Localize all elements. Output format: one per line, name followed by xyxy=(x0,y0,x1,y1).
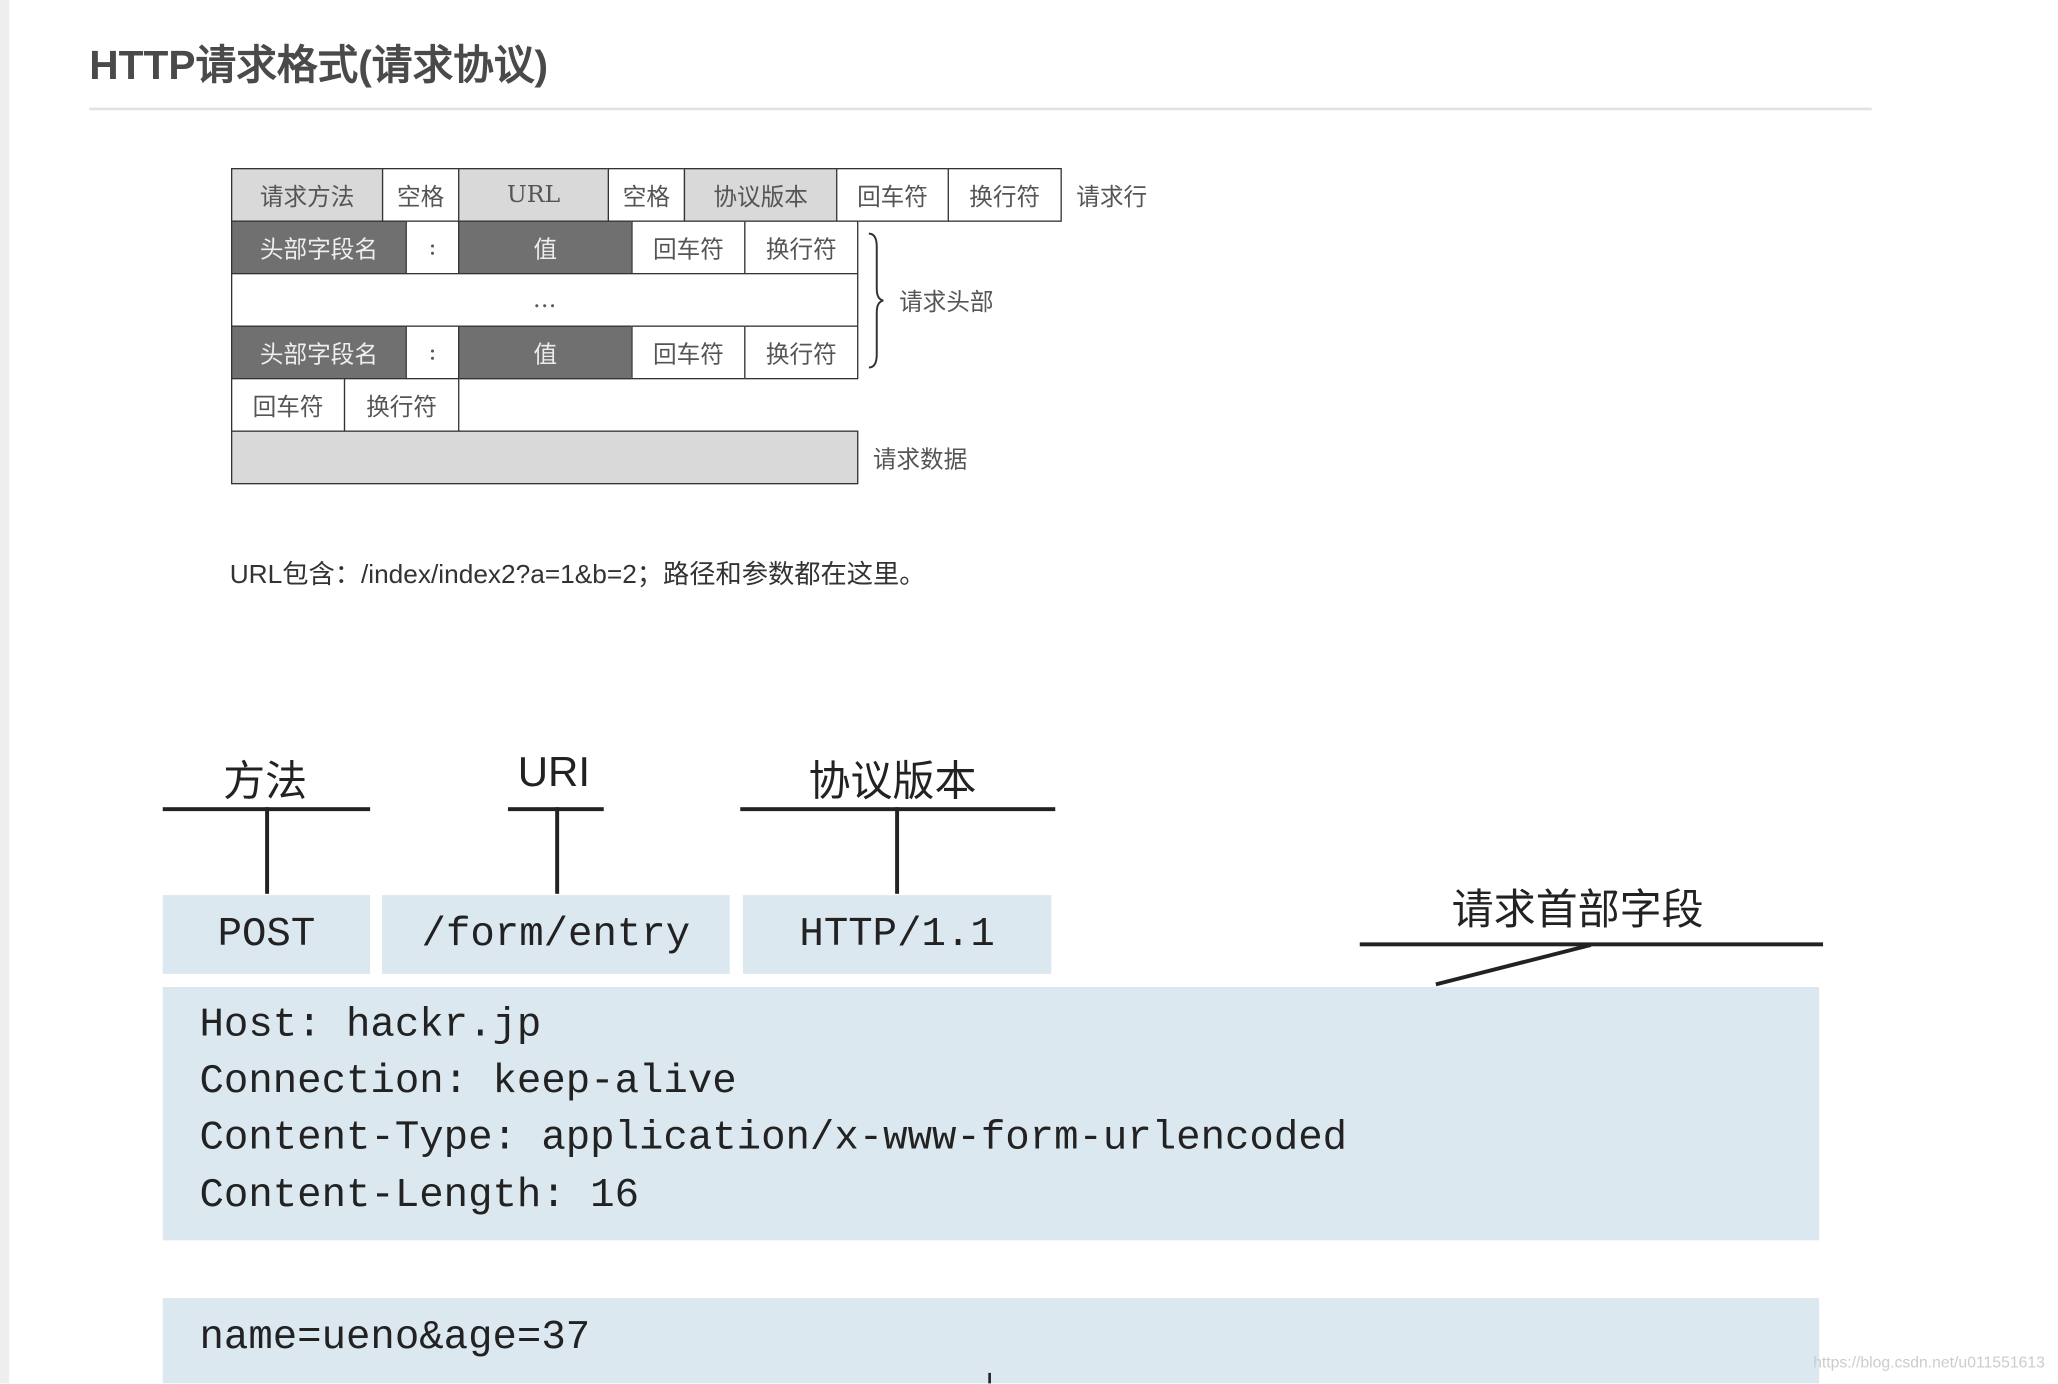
cell-lf: 换行符 xyxy=(343,378,460,432)
cell-method: 请求方法 xyxy=(231,168,384,222)
cell-url: URL xyxy=(458,168,609,222)
body-tick xyxy=(988,1372,991,1384)
divider xyxy=(89,107,1872,111)
cell-value: 值 xyxy=(458,220,633,275)
headers-connector xyxy=(1435,943,1592,987)
request-header-label: 请求头部 xyxy=(899,288,994,317)
header-line: Connection: keep-alive xyxy=(199,1059,737,1106)
cell-ellipsis: … xyxy=(231,273,859,327)
method-box: POST xyxy=(162,895,371,974)
body-box: name=ueno&age=37 xyxy=(162,1298,1820,1384)
method-connector xyxy=(265,807,270,894)
version-box: HTTP/1.1 xyxy=(742,895,1052,974)
cell-cr: 回车符 xyxy=(631,220,746,275)
cell-version: 协议版本 xyxy=(683,168,838,222)
method-label: 方法 xyxy=(223,757,308,805)
watermark: https://blog.csdn.net/u011551613 xyxy=(1813,1353,2045,1372)
headers-box: Host: hackr.jp Connection: keep-alive Co… xyxy=(162,987,1820,1241)
cell-colon: : xyxy=(405,220,460,275)
page-title: HTTP请求格式(请求协议) xyxy=(89,42,549,88)
version-label: 协议版本 xyxy=(808,757,977,805)
cell-space: 空格 xyxy=(381,168,460,222)
header-line: Content-Length: 16 xyxy=(199,1173,640,1220)
url-note: URL包含：/index/index2?a=1&b=2；路径和参数都在这里。 xyxy=(229,560,926,590)
cell-cr: 回车符 xyxy=(836,168,949,222)
request-line-label: 请求行 xyxy=(1076,183,1148,212)
cell-value: 值 xyxy=(458,325,633,380)
brace-icon xyxy=(868,232,884,369)
header-line: Host: hackr.jp xyxy=(199,1002,542,1049)
cell-lf: 换行符 xyxy=(744,220,859,275)
headers-bracket xyxy=(1359,942,1824,947)
cell-header-name: 头部字段名 xyxy=(231,325,407,380)
cell-cr: 回车符 xyxy=(631,325,746,380)
uri-label: URI xyxy=(517,748,591,796)
cell-cr: 回车符 xyxy=(231,378,346,432)
body-line: name=ueno&age=37 xyxy=(199,1315,591,1362)
cell-request-data xyxy=(231,430,859,485)
cell-lf: 换行符 xyxy=(744,325,859,380)
uri-box: /form/entry xyxy=(381,895,730,974)
left-border xyxy=(0,0,10,1384)
cell-space: 空格 xyxy=(607,168,686,222)
version-connector xyxy=(895,807,900,894)
headers-label: 请求首部字段 xyxy=(1451,885,1704,934)
cell-colon: : xyxy=(405,325,460,380)
cell-header-name: 头部字段名 xyxy=(231,220,407,275)
header-line: Content-Type: application/x-www-form-url… xyxy=(199,1115,1348,1162)
request-data-label: 请求数据 xyxy=(872,446,968,474)
uri-connector xyxy=(555,807,560,894)
cell-lf: 换行符 xyxy=(947,168,1062,222)
